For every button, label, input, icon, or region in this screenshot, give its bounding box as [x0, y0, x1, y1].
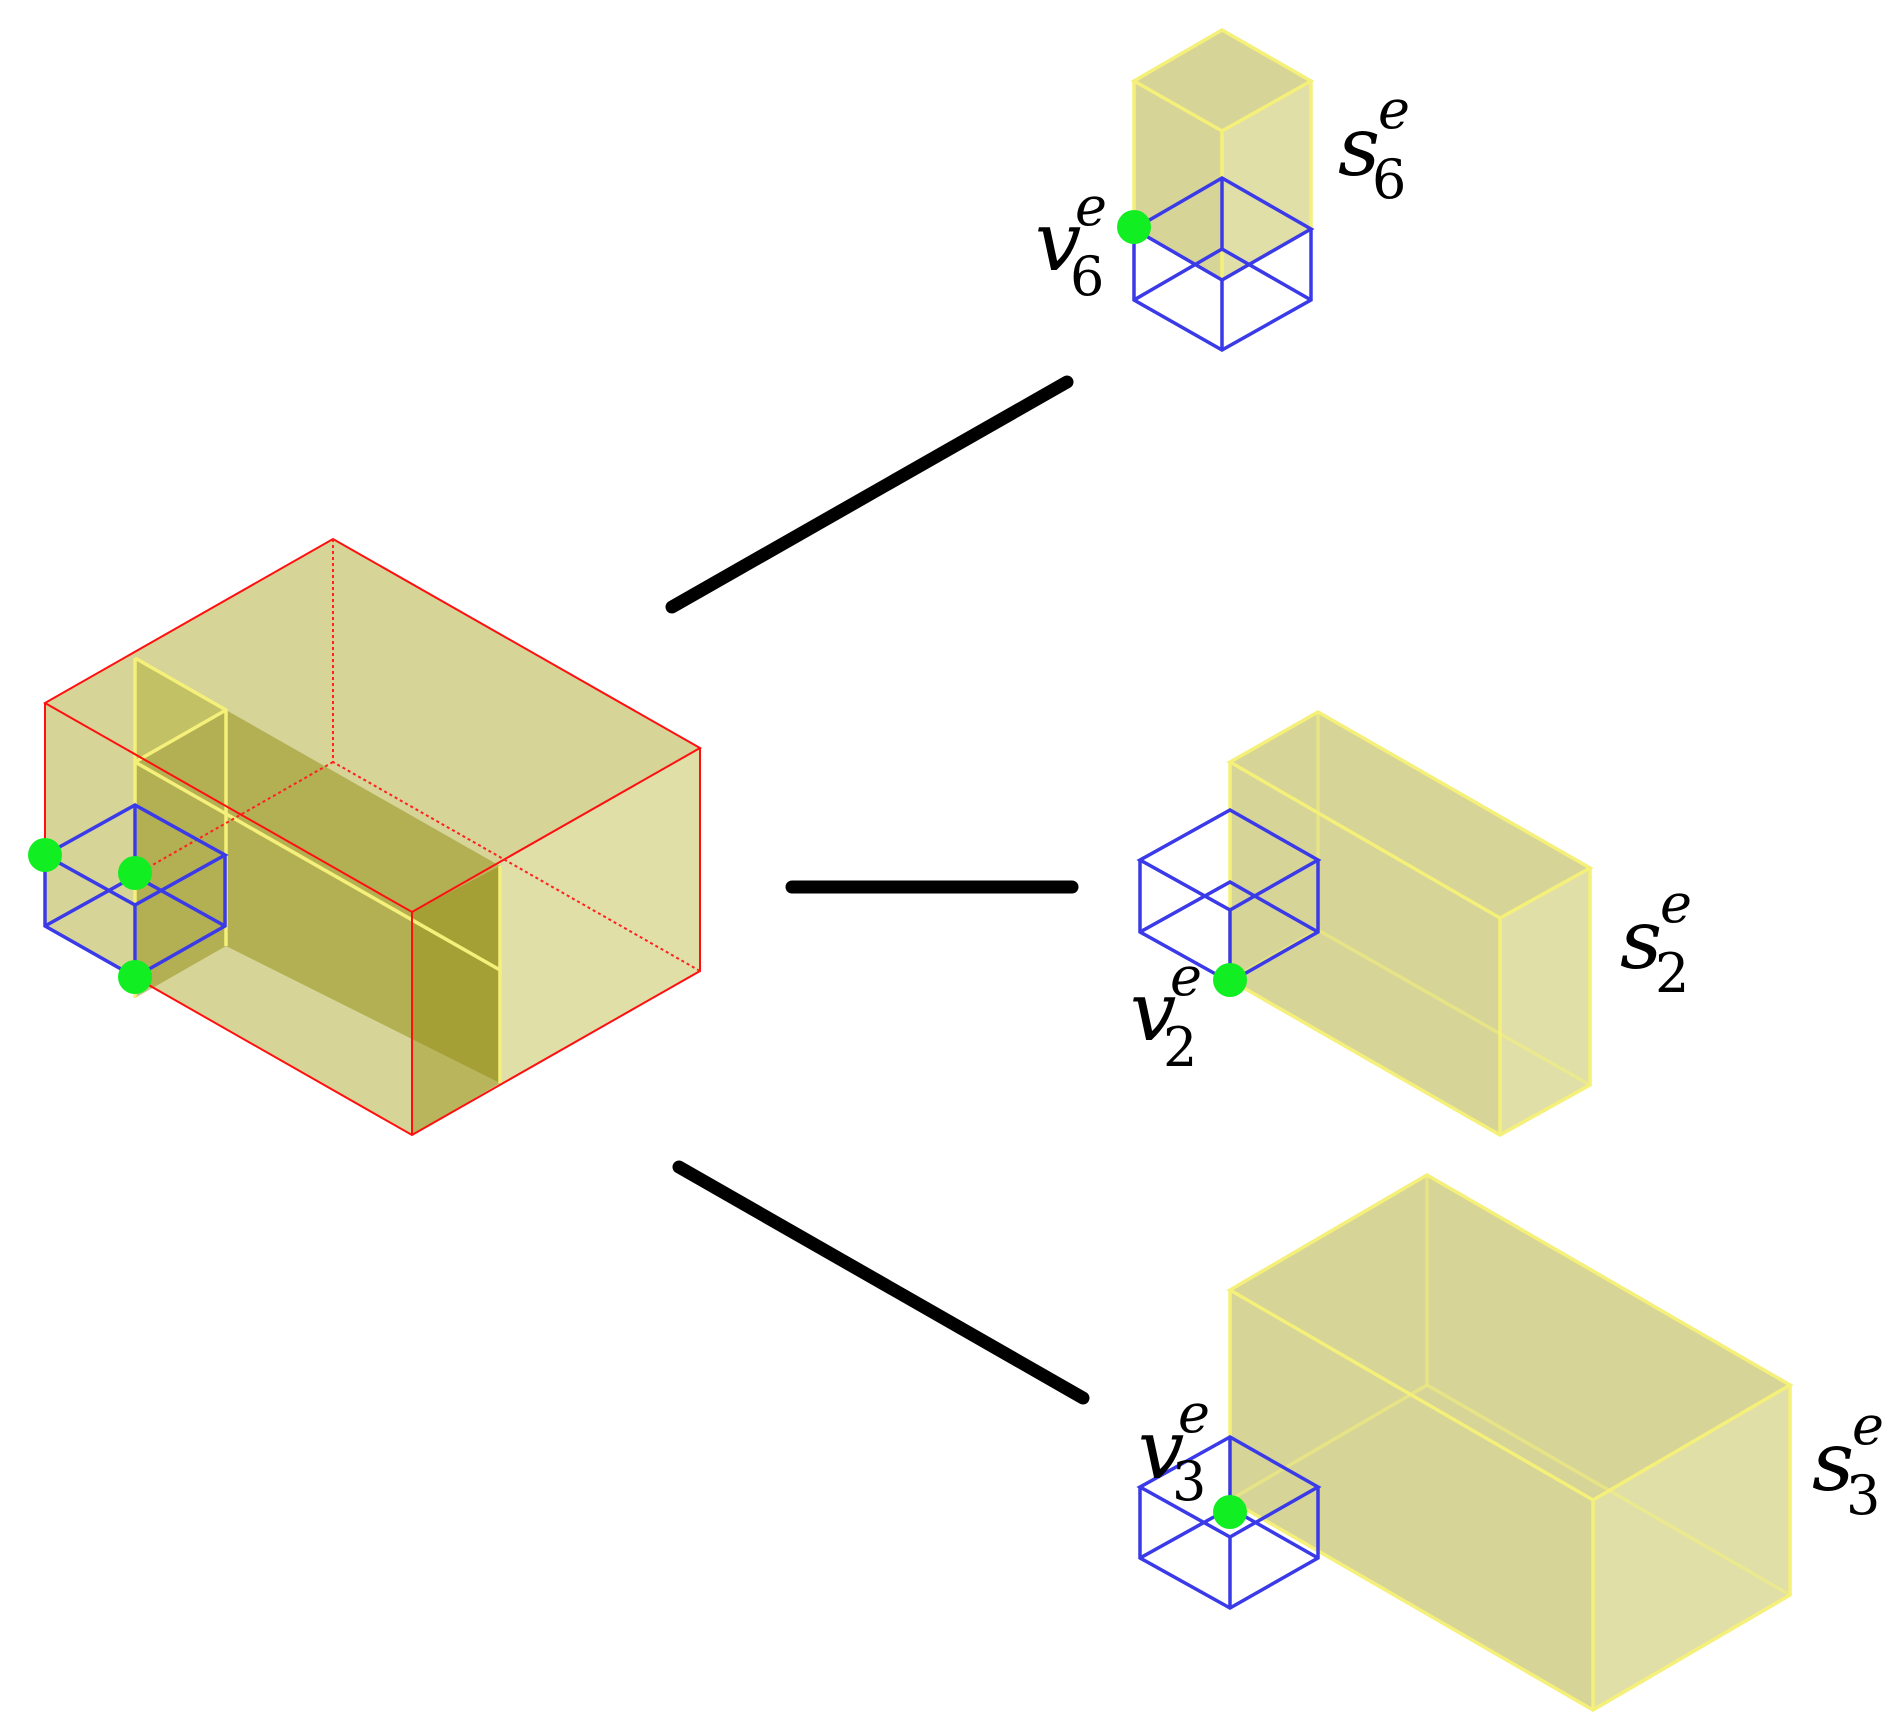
label-v2: v e 2 [1130, 945, 1202, 1079]
svg-text:e: e [1852, 1394, 1884, 1457]
s6-blue-cell [1130, 175, 1315, 353]
svg-text:e: e [1660, 872, 1692, 935]
label-s3: s e 3 [1812, 1394, 1884, 1527]
s3-right-face [1593, 1385, 1790, 1710]
composite-vertex-1 [28, 838, 62, 872]
label-v3: v e 3 [1138, 1382, 1210, 1513]
connector-to-s3 [672, 1160, 1090, 1405]
s6-right-face [1222, 81, 1311, 280]
s2-front-face [1230, 762, 1500, 1135]
box-s2 [1136, 709, 1594, 1138]
vertex-v3 [1213, 1495, 1247, 1529]
inner-slab-left [135, 710, 226, 998]
svg-text:3: 3 [1846, 1464, 1880, 1527]
s3-front-face [1230, 1290, 1593, 1710]
svg-text:6: 6 [1372, 148, 1406, 211]
composite-vertex-3 [118, 960, 152, 994]
svg-text:e: e [1075, 175, 1107, 238]
svg-text:e: e [1378, 78, 1410, 141]
connector-to-s6 [665, 375, 1074, 614]
composite-box [28, 537, 703, 1137]
svg-text:v: v [1138, 1403, 1184, 1498]
svg-text:6: 6 [1070, 245, 1104, 308]
inner-slab-right [412, 866, 500, 1135]
label-s6: s e 6 [1338, 78, 1410, 211]
composite-top-face [45, 539, 700, 912]
vertex-v2 [1213, 963, 1247, 997]
s2-right-face [1500, 868, 1590, 1135]
hidden-edge-2 [134, 761, 334, 876]
s6-left-face [1134, 81, 1222, 280]
s3-top-face [1230, 1175, 1790, 1500]
svg-text:2: 2 [1655, 942, 1689, 1005]
svg-text:s: s [1338, 100, 1380, 195]
label-v6: v e 6 [1035, 175, 1107, 308]
s2-top-face [1230, 712, 1590, 918]
svg-text:v: v [1130, 965, 1176, 1060]
vertex-v6 [1117, 210, 1151, 244]
inner-edge-4 [134, 760, 501, 972]
label-s2: s e 2 [1620, 872, 1692, 1005]
svg-text:2: 2 [1163, 1016, 1197, 1079]
box-s3 [1136, 1172, 1794, 1713]
svg-text:e: e [1178, 1382, 1210, 1445]
composite-vertex-2 [118, 856, 152, 890]
inner-slab-top [135, 658, 226, 762]
svg-text:e: e [1170, 945, 1202, 1008]
inner-edge-3 [134, 708, 227, 764]
box-s6 [1117, 27, 1315, 353]
svg-text:v: v [1035, 195, 1081, 290]
svg-text:s: s [1620, 893, 1662, 988]
svg-text:s: s [1812, 1415, 1854, 1510]
svg-text:3: 3 [1172, 1450, 1206, 1513]
